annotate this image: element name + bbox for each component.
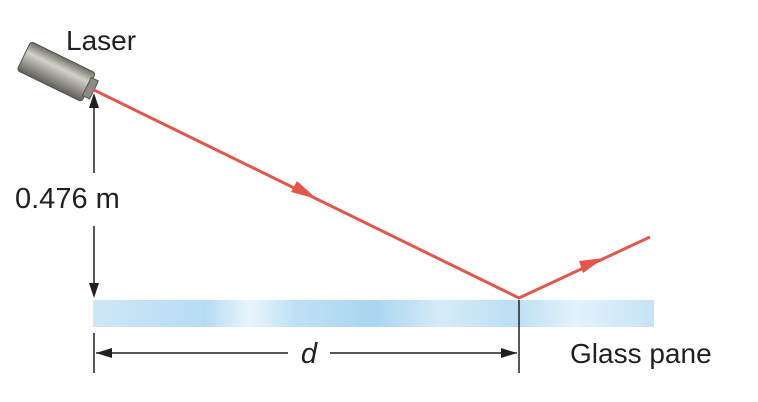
reflected-arrowhead [579,258,604,273]
glass-pane [93,300,654,327]
height-arrow-up [89,93,99,108]
glass-pane-label: Glass pane [570,338,712,369]
distance-arrow-right [501,348,517,358]
distance-label: d [301,338,318,370]
height-arrow-down [89,283,99,298]
height-label: 0.476 m [15,183,120,215]
laser-device [17,41,100,102]
distance-arrow-left [96,348,112,358]
laser-beam [93,88,651,300]
laser-label: Laser [66,25,136,56]
incident-arrowhead [291,181,317,199]
